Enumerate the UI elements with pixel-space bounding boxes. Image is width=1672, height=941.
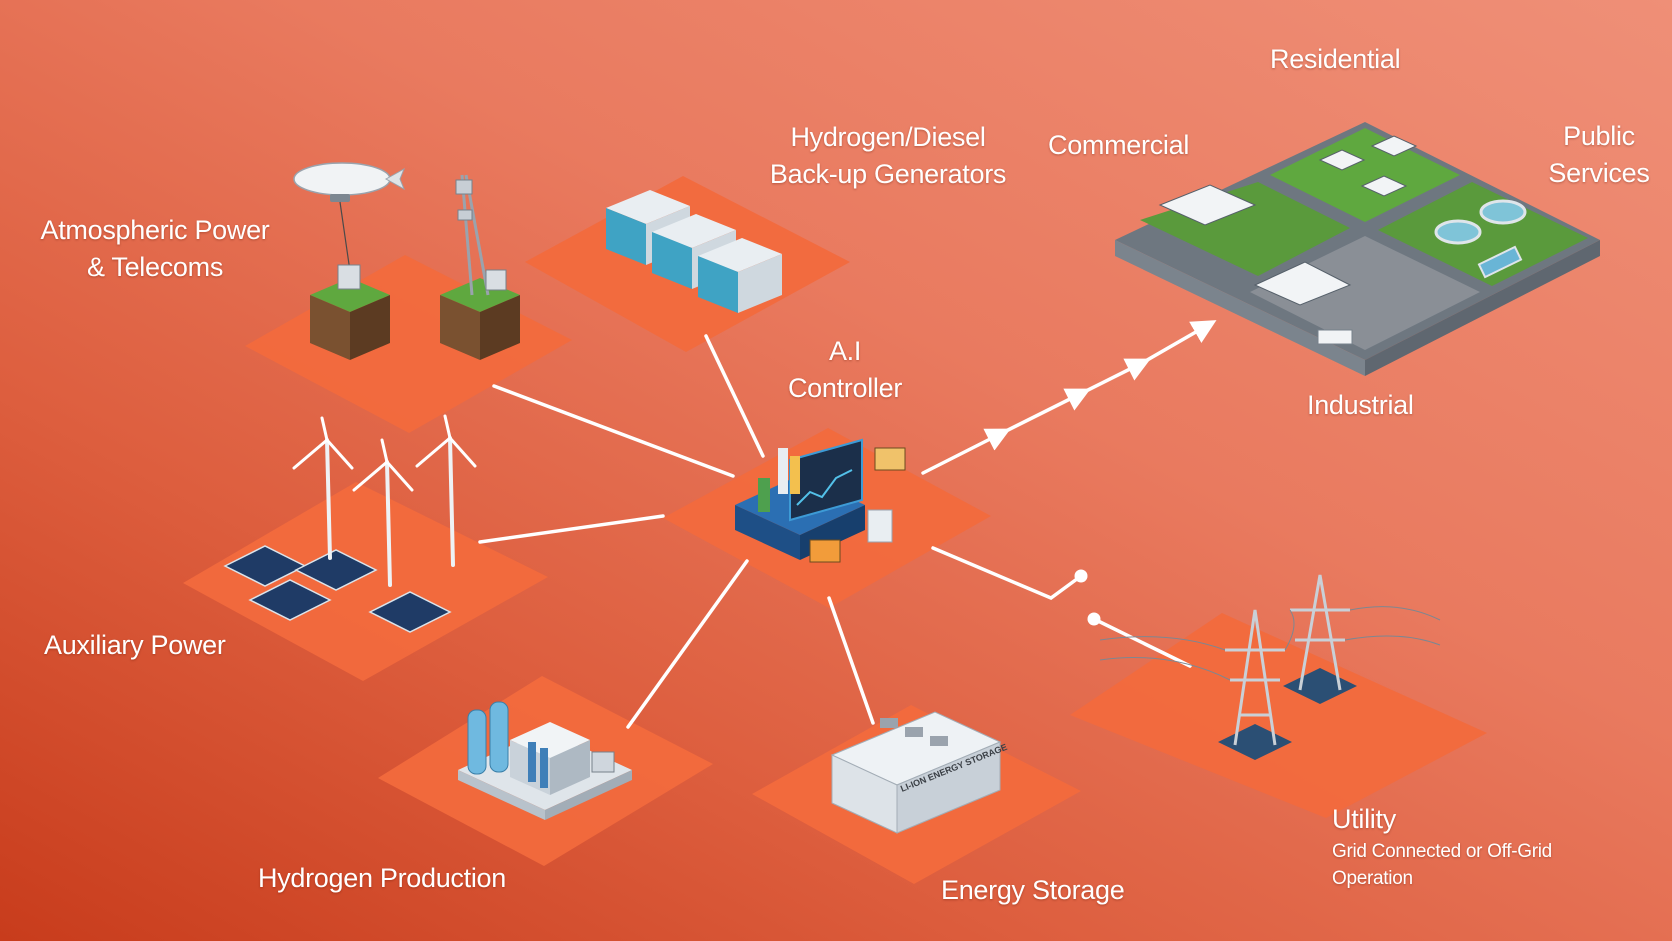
label-hydrogen: Hydrogen Production <box>258 863 506 893</box>
link-city-3 <box>1080 358 1151 395</box>
label-controller: A.I Controller <box>787 336 903 403</box>
link-storage <box>827 596 875 725</box>
link-city-1 <box>921 428 1011 475</box>
link-city-2 <box>1000 388 1091 435</box>
label-residential: Residential <box>1270 44 1401 74</box>
transmission-tower-icon <box>1099 574 1441 760</box>
tile-atmospheric <box>245 255 572 433</box>
link-utility <box>931 546 1083 600</box>
label-atmospheric: Atmospheric Power & Telecoms <box>40 215 270 282</box>
tile-utility <box>1070 613 1487 818</box>
tile-auxiliary <box>183 482 548 681</box>
hydrogen-plant-icon <box>458 701 632 820</box>
label-generators: Hydrogen/Diesel Back-up Generators <box>769 122 1007 189</box>
airship-telecom-tower-icon <box>293 162 520 360</box>
city-map-icon <box>1115 122 1600 376</box>
link-utility-grid <box>1092 617 1192 668</box>
link-atmospheric <box>492 384 735 478</box>
battery-container-icon: LI-ION ENERGY STORAGE <box>830 711 1009 834</box>
connectors <box>478 320 1217 729</box>
ai-controller-icon <box>735 438 906 563</box>
link-auxiliary <box>478 514 665 544</box>
link-generators <box>704 334 765 458</box>
label-commercial: Commercial <box>1048 130 1190 160</box>
wind-solar-icon <box>223 414 477 633</box>
link-hydrogen <box>626 559 749 729</box>
label-public-services: Public Services <box>1548 121 1650 188</box>
residential-block <box>1270 128 1460 222</box>
label-storage: Energy Storage <box>941 875 1125 905</box>
label-auxiliary: Auxiliary Power <box>44 630 226 660</box>
label-industrial: Industrial <box>1307 390 1414 420</box>
generator-icon <box>606 190 782 313</box>
switch-contact-a <box>1074 569 1088 583</box>
public-block <box>1378 182 1588 286</box>
label-utility: Utility <box>1332 804 1396 834</box>
label-utility-sub: Grid Connected or Off-Grid Operation <box>1332 841 1552 889</box>
link-city-4 <box>1140 320 1217 365</box>
